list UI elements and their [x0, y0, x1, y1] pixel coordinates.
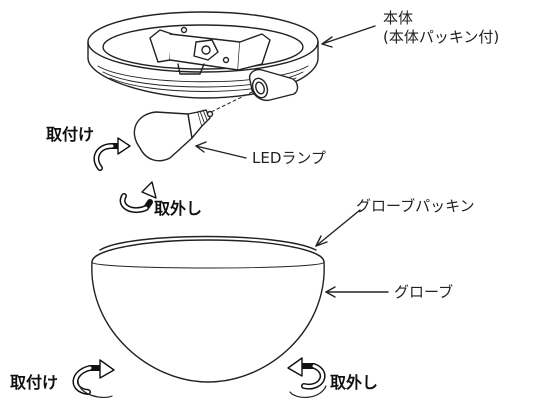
led-lamp-label: LEDランプ: [252, 149, 326, 167]
led-lamp: [133, 109, 214, 162]
glove-packing-label: グローブパッキン: [356, 197, 475, 215]
glove-attach-label: 取付け: [10, 373, 59, 392]
body-sub-label: (本体パッキン付): [383, 28, 500, 46]
lamp-attach-arrow-icon: [93, 137, 131, 171]
glove-dome: [91, 235, 325, 383]
lamp-attach-label: 取付け: [46, 125, 95, 144]
lamp-remove-label: 取外し: [154, 199, 203, 218]
glove-label: グローブ: [394, 283, 454, 301]
leader-body: [321, 25, 376, 48]
leader-glove: [325, 286, 389, 298]
leader-led-lamp: [195, 141, 247, 159]
glove-remove-label: 取外し: [330, 373, 379, 392]
body-label: 本体: [383, 9, 414, 27]
lamp-socket: [248, 68, 299, 102]
glove-remove-arrow-icon: [287, 357, 327, 398]
leader-glove-packing: [315, 209, 361, 247]
glove-attach-arrow-icon: [72, 359, 115, 399]
lamp-remove-arrow-icon: [119, 181, 157, 214]
main-body-unit: [87, 11, 319, 116]
